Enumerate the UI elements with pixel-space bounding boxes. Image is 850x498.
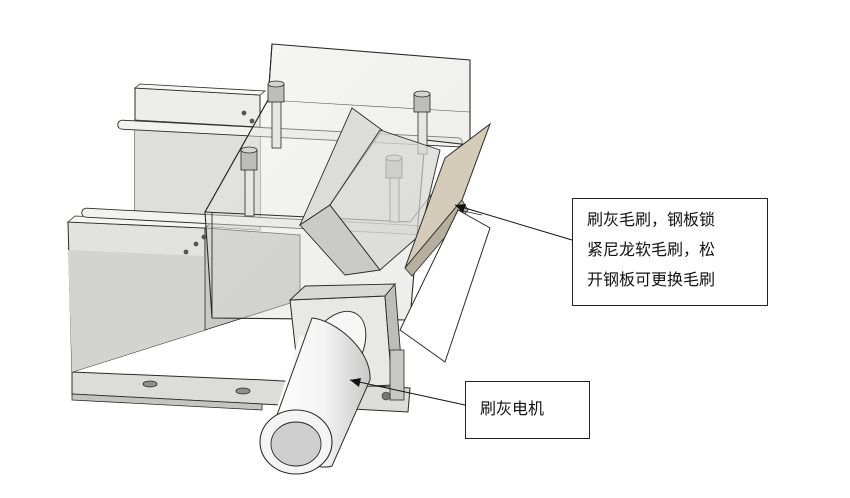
callout-brush-line-1: 刷灰毛刷，钢板锁 [587,210,716,229]
callout-brush-label: 刷灰毛刷，钢板锁 紧尼龙软毛刷，松 开钢板可更换毛刷 [572,198,768,306]
leader-brush [454,204,573,241]
leader-lines [349,204,573,406]
brush-steel-plate [399,122,492,363]
leader-motor-arrowhead [350,378,361,387]
leader-brush-arrowhead [455,204,466,213]
motor-end-cap-inner [270,421,322,467]
base-slot-left [142,380,158,388]
callout-motor-label: 刷灰电机 [465,381,590,439]
callout-motor-text: 刷灰电机 [480,399,545,418]
bolt-3 [240,146,258,217]
bolt-1 [267,80,285,149]
callout-brush-line-3: 开钢板可更换毛刷 [587,270,716,289]
housing-holes [183,110,261,255]
bolt-2 [413,90,431,155]
motor [259,310,371,475]
leader-motor [349,379,466,406]
callout-brush-line-2: 紧尼龙软毛刷，松 [587,240,716,259]
hopper [298,107,441,276]
base-slot-right [235,387,251,395]
